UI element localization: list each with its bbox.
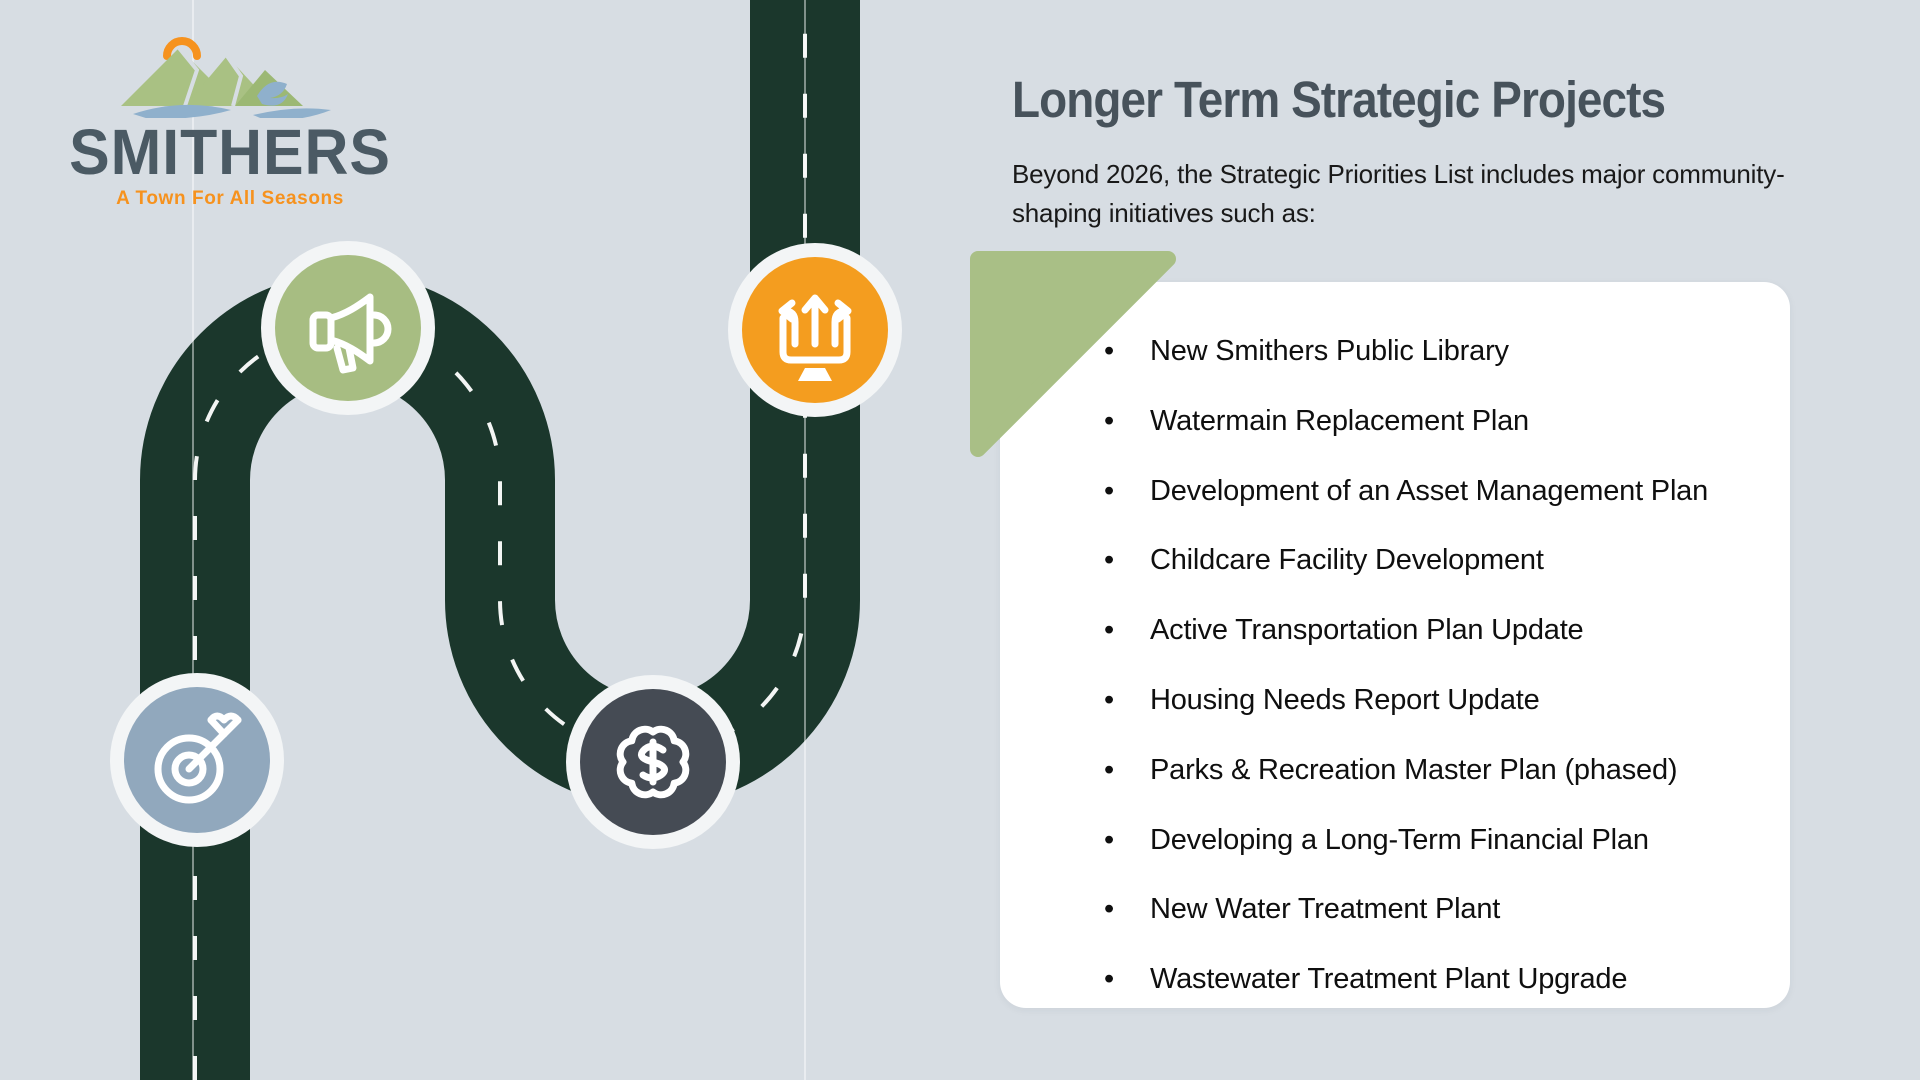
bullet-icon: • — [1104, 823, 1114, 856]
list-item-label: Development of an Asset Management Plan — [1150, 474, 1709, 507]
milestone-target — [107, 670, 287, 850]
dollar-badge-icon — [566, 675, 740, 849]
list-item: • Development of an Asset Management Plan — [1104, 474, 1760, 509]
corner-triangle-decoration — [970, 251, 1176, 457]
list-item-label: Housing Needs Report Update — [1150, 683, 1540, 716]
list-item: • New Water Treatment Plant — [1104, 892, 1760, 927]
megaphone-icon — [261, 241, 435, 415]
list-item: • Wastewater Treatment Plant Upgrade — [1104, 962, 1760, 997]
road-path — [140, 0, 860, 1080]
list-item: • Housing Needs Report Update — [1104, 683, 1760, 718]
list-item-label: New Water Treatment Plant — [1150, 893, 1501, 926]
guide-line-left — [192, 0, 194, 1080]
bullet-icon: • — [1104, 683, 1114, 716]
list-item-label: Wastewater Treatment Plant Upgrade — [1150, 963, 1628, 996]
bullet-icon: • — [1104, 544, 1114, 577]
list-item-label: Parks & Recreation Master Plan (phased) — [1150, 753, 1678, 786]
guide-line-right — [804, 0, 806, 1080]
list-item: • Active Transportation Plan Update — [1104, 613, 1760, 648]
list-item-label: New Smithers Public Library — [1150, 335, 1509, 367]
network-arrows-icon — [728, 243, 902, 417]
list-item: • Developing a Long-Term Financial Plan — [1104, 823, 1760, 858]
bullet-icon: • — [1104, 893, 1114, 926]
town-logo: SMITHERS A Town For All Seasons — [58, 26, 402, 210]
list-item-label: Childcare Facility Development — [1150, 544, 1544, 577]
list-item: • Parks & Recreation Master Plan (phased) — [1104, 753, 1760, 788]
list-item-label: Developing a Long-Term Financial Plan — [1150, 823, 1649, 856]
list-item: • New Smithers Public Library — [1104, 334, 1760, 369]
list-item: • Childcare Facility Development — [1104, 543, 1760, 578]
milestone-network — [725, 240, 905, 420]
bullet-icon: • — [1104, 404, 1114, 437]
list-item-label: Watermain Replacement Plan — [1150, 404, 1529, 437]
milestone-dollar — [563, 672, 743, 852]
milestone-megaphone — [258, 238, 438, 418]
logo-wordmark: SMITHERS — [69, 116, 391, 188]
bullet-icon: • — [1104, 963, 1114, 996]
bullet-icon: • — [1104, 474, 1114, 507]
page-title: Longer Term Strategic Projects — [1012, 71, 1666, 128]
bullet-icon: • — [1104, 335, 1114, 367]
bullet-icon: • — [1104, 753, 1114, 786]
bullet-icon: • — [1104, 614, 1114, 647]
page-intro: Beyond 2026, the Strategic Priorities Li… — [1012, 159, 1785, 228]
projects-card: • New Smithers Public Library • Watermain … — [1000, 282, 1790, 1008]
projects-list: • New Smithers Public Library • Watermain … — [1000, 282, 1790, 997]
mountain-logo-icon — [121, 37, 331, 118]
logo-tagline: A Town For All Seasons — [116, 188, 344, 209]
list-item: • Watermain Replacement Plan — [1104, 404, 1760, 439]
list-item-label: Active Transportation Plan Update — [1150, 614, 1584, 647]
target-icon — [110, 673, 284, 847]
